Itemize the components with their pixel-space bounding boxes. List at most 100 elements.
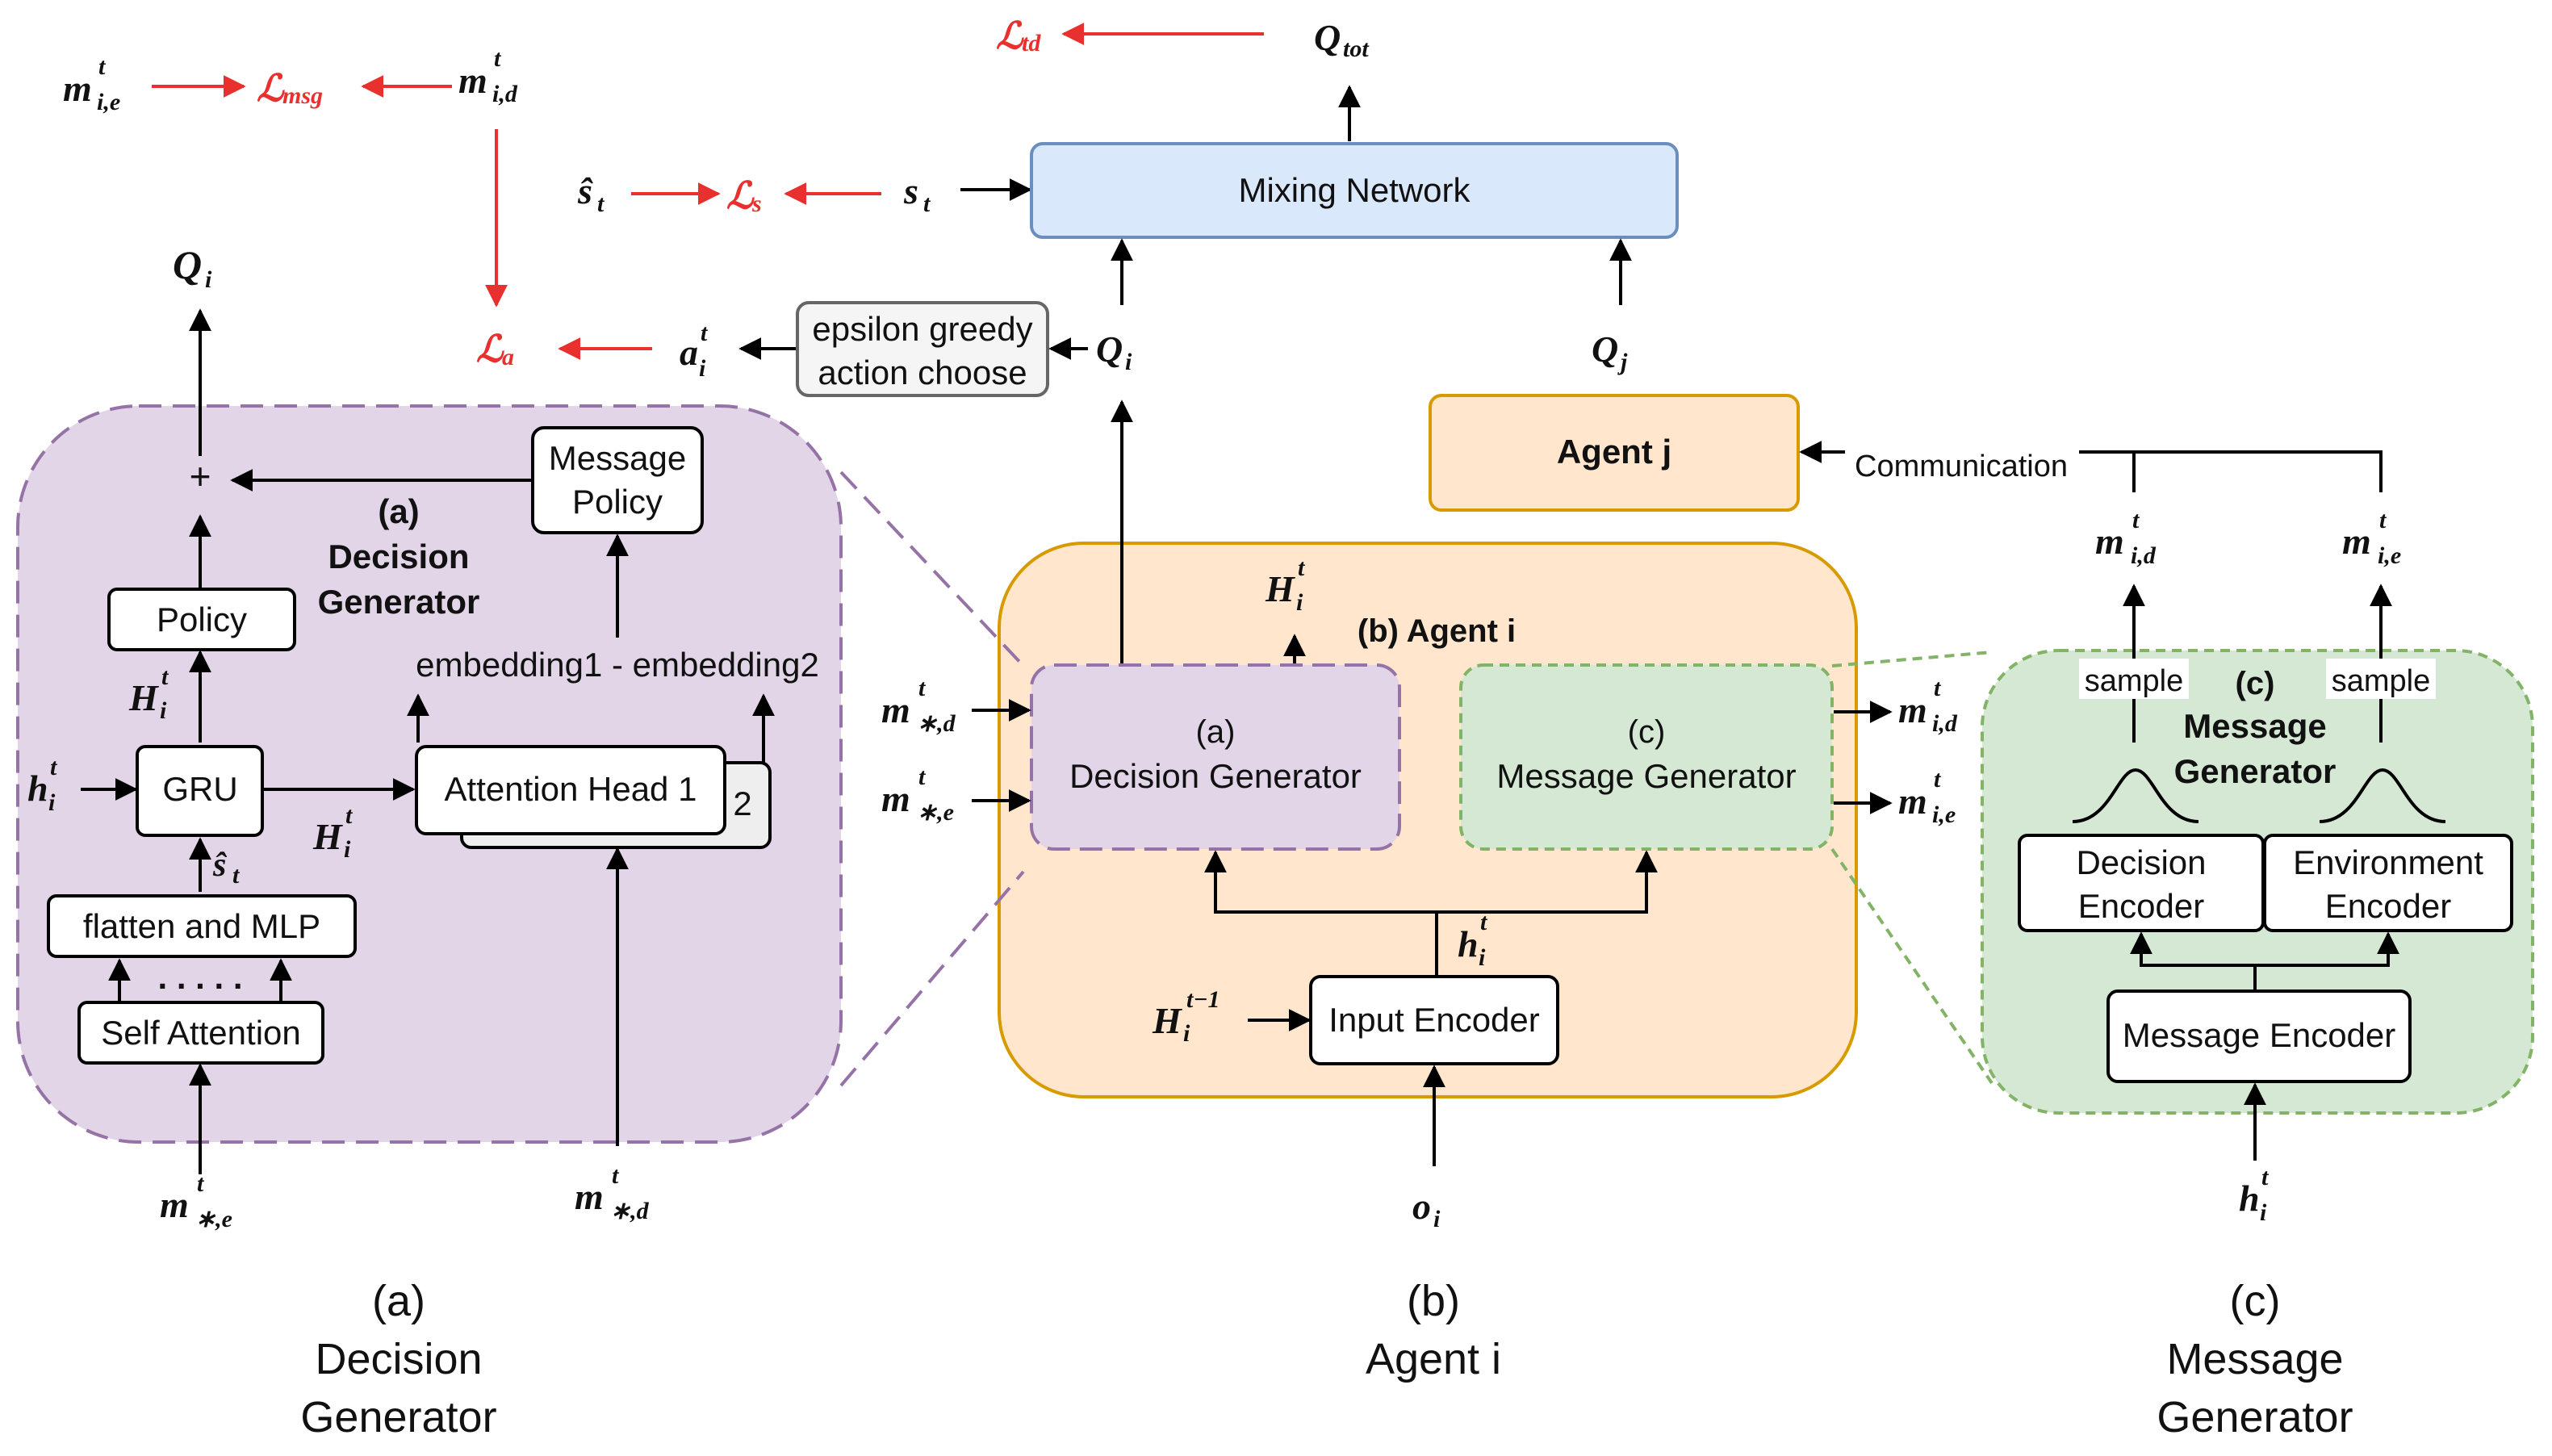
gaussian-left-icon	[2072, 768, 2199, 823]
mg-title-line2: Generator	[2174, 752, 2337, 790]
message-policy-box	[531, 426, 704, 534]
m-star-e-bottom: m t ∗,e	[160, 1170, 232, 1232]
svg-text:H: H	[1265, 568, 1295, 609]
epsilon-greedy-line2: action choose	[818, 354, 1027, 391]
loss-a: ℒ a	[476, 328, 514, 370]
caption-a-line1: Decision	[315, 1335, 482, 1383]
svg-text:t: t	[701, 320, 709, 346]
svg-text:i: i	[344, 836, 351, 863]
environment-encoder-line1: Environment	[2293, 843, 2483, 881]
agent-j-label: Agent j	[1557, 433, 1671, 471]
environment-encoder-box	[2263, 834, 2513, 932]
s-hat-left: ŝ t	[212, 847, 241, 889]
mg-box-label: Message Generator	[1496, 757, 1796, 795]
svg-text:h: h	[27, 768, 48, 809]
attention-head-1-label: Attention Head 1	[445, 770, 697, 808]
svg-text:i: i	[1183, 1020, 1190, 1047]
decision-generator-title-line1: Decision	[328, 538, 469, 575]
svg-text:Q: Q	[1314, 17, 1341, 58]
o-i: o i	[1412, 1186, 1441, 1232]
svg-text:∗,d: ∗,d	[610, 1198, 650, 1224]
svg-text:j: j	[1617, 349, 1628, 375]
svg-text:ŝ: ŝ	[212, 847, 228, 884]
svg-text:t: t	[597, 190, 605, 217]
m-star-d-bottom: m t ∗,d	[575, 1162, 650, 1224]
gaussian-right-icon	[2319, 768, 2446, 823]
input-encoder-label: Input Encoder	[1328, 1001, 1540, 1039]
loss-td: ℒ td	[996, 15, 1041, 56]
m-ie-top: m t i,e	[63, 53, 120, 115]
svg-text:m: m	[881, 689, 910, 730]
H-i-prev: H t−1 i	[1152, 986, 1220, 1047]
svg-text:i,e: i,e	[1932, 801, 1956, 828]
svg-text:Q: Q	[1096, 328, 1123, 370]
svg-text:∗,e: ∗,e	[195, 1206, 232, 1232]
svg-text:t−1: t−1	[1186, 986, 1220, 1013]
svg-text:t: t	[161, 663, 169, 690]
message-encoder-split-right	[2255, 931, 2399, 967]
m-ie-right: m t i,e	[2342, 507, 2401, 569]
svg-text:m: m	[63, 68, 92, 109]
input-encoder-split-line	[1204, 850, 1438, 977]
caption-a-line2: Generator	[300, 1393, 496, 1441]
h-i-right: h t i	[2239, 1164, 2270, 1226]
self-attention-label: Self Attention	[101, 1014, 301, 1052]
attention-head-1-box	[415, 745, 726, 835]
svg-text:t: t	[1298, 554, 1306, 581]
epsilon-greedy-box	[796, 301, 1049, 397]
svg-text:∗,e: ∗,e	[917, 799, 954, 826]
svg-text:a: a	[502, 344, 514, 370]
svg-text:i: i	[1125, 349, 1132, 375]
message-encoder-box	[2106, 989, 2412, 1083]
input-encoder-split-line-right	[1437, 850, 1658, 914]
svg-text:h: h	[2239, 1178, 2260, 1219]
environment-encoder-line2: Encoder	[2325, 887, 2451, 925]
svg-text:h: h	[1458, 923, 1479, 964]
H-i-agent: H t i	[1265, 554, 1306, 616]
attention-head-2-label: 2	[733, 784, 751, 822]
zoom-connector-a-bottom	[839, 870, 1025, 1087]
svg-text:t: t	[2261, 1164, 2270, 1190]
q-j: Q j	[1592, 328, 1628, 375]
communication-label-bg	[1845, 442, 2079, 487]
svg-text:td: td	[1022, 30, 1041, 56]
m-id-agent: m t i,d	[1898, 675, 1958, 737]
sample-right-bg	[2326, 659, 2436, 699]
communication-label: Communication	[1855, 450, 2068, 483]
svg-text:ŝ: ŝ	[577, 170, 593, 211]
svg-text:ℒ: ℒ	[996, 15, 1024, 56]
svg-text:t: t	[197, 1170, 205, 1197]
h-i-left: h t i	[27, 754, 58, 816]
m-id-right: m t i,d	[2095, 507, 2157, 569]
svg-text:t: t	[2132, 507, 2140, 533]
svg-text:ℒ: ℒ	[726, 175, 755, 216]
svg-text:ℒ: ℒ	[476, 328, 504, 370]
svg-text:m: m	[2342, 521, 2371, 562]
decision-encoder-line2: Encoder	[2078, 887, 2204, 925]
caption-c-line2: Generator	[2157, 1393, 2353, 1441]
svg-text:tot: tot	[1343, 36, 1370, 62]
svg-text:i: i	[1433, 1206, 1441, 1232]
decision-encoder-line1: Decision	[2076, 843, 2206, 881]
m-ie-agent: m t i,e	[1898, 766, 1956, 828]
gru-box	[136, 745, 264, 837]
q-i-mid: Q i	[1096, 328, 1132, 375]
svg-text:t: t	[918, 675, 927, 701]
svg-text:i: i	[205, 266, 212, 293]
dg-box-label: Decision Generator	[1069, 757, 1362, 795]
svg-text:Q: Q	[173, 242, 202, 287]
mixing-network-label: Mixing Network	[1238, 171, 1471, 209]
a-i: a t i	[680, 320, 709, 382]
svg-text:msg: msg	[282, 82, 323, 109]
svg-text:t: t	[923, 190, 931, 217]
caption-a-tag: (a)	[372, 1277, 425, 1325]
mg-title-tag: (c)	[2236, 666, 2275, 701]
svg-text:i,d: i,d	[2131, 542, 2157, 569]
loss-msg: ℒ msg	[257, 68, 323, 109]
svg-text:s: s	[903, 170, 918, 211]
q-i-left: Q i	[173, 242, 212, 293]
input-encoder-box	[1309, 975, 1559, 1065]
sample-right-label: sample	[2332, 664, 2431, 698]
svg-text:m: m	[2095, 521, 2124, 562]
mixing-network-box	[1030, 142, 1679, 239]
